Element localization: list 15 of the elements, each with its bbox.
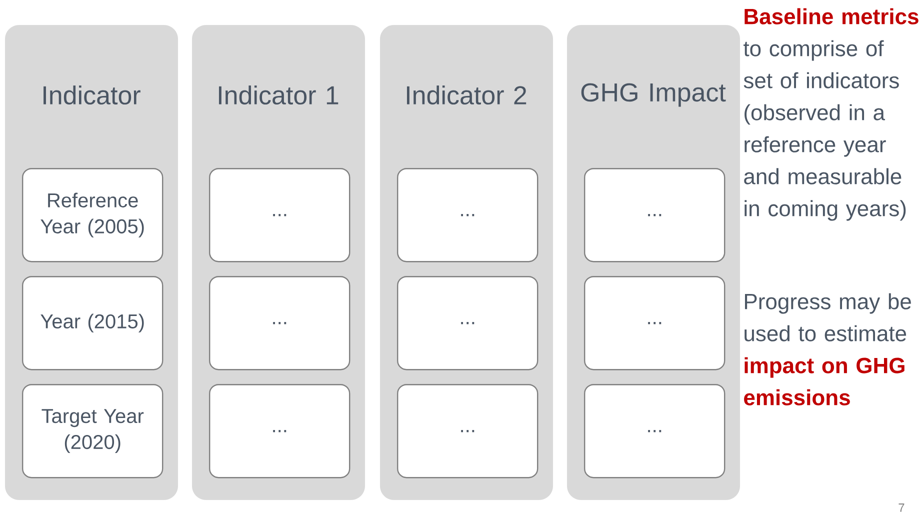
cell-box: ... bbox=[584, 168, 726, 262]
page-number: 7 bbox=[898, 504, 904, 512]
cell-box: ... bbox=[397, 168, 538, 262]
cell-box: ... bbox=[209, 276, 350, 370]
cell-box: Target Year (2020) bbox=[22, 384, 164, 478]
cell-box: ... bbox=[584, 384, 726, 478]
cell-box: Reference Year (2005) bbox=[22, 168, 164, 262]
cell-box: ... bbox=[209, 168, 350, 262]
cell-box: ... bbox=[584, 276, 726, 370]
cell-box: Year (2015) bbox=[22, 276, 164, 370]
note-text: Baseline metrics to comprise of set of indicators (observed in a reference year and measurable in coming years) bbox=[744, 8, 918, 221]
cell-box: ... bbox=[397, 384, 538, 478]
cell-box: ... bbox=[397, 276, 538, 370]
cell-box: ... bbox=[209, 384, 350, 478]
note-text: Progress may be used to estimate impact on GHG emissions bbox=[744, 293, 911, 406]
